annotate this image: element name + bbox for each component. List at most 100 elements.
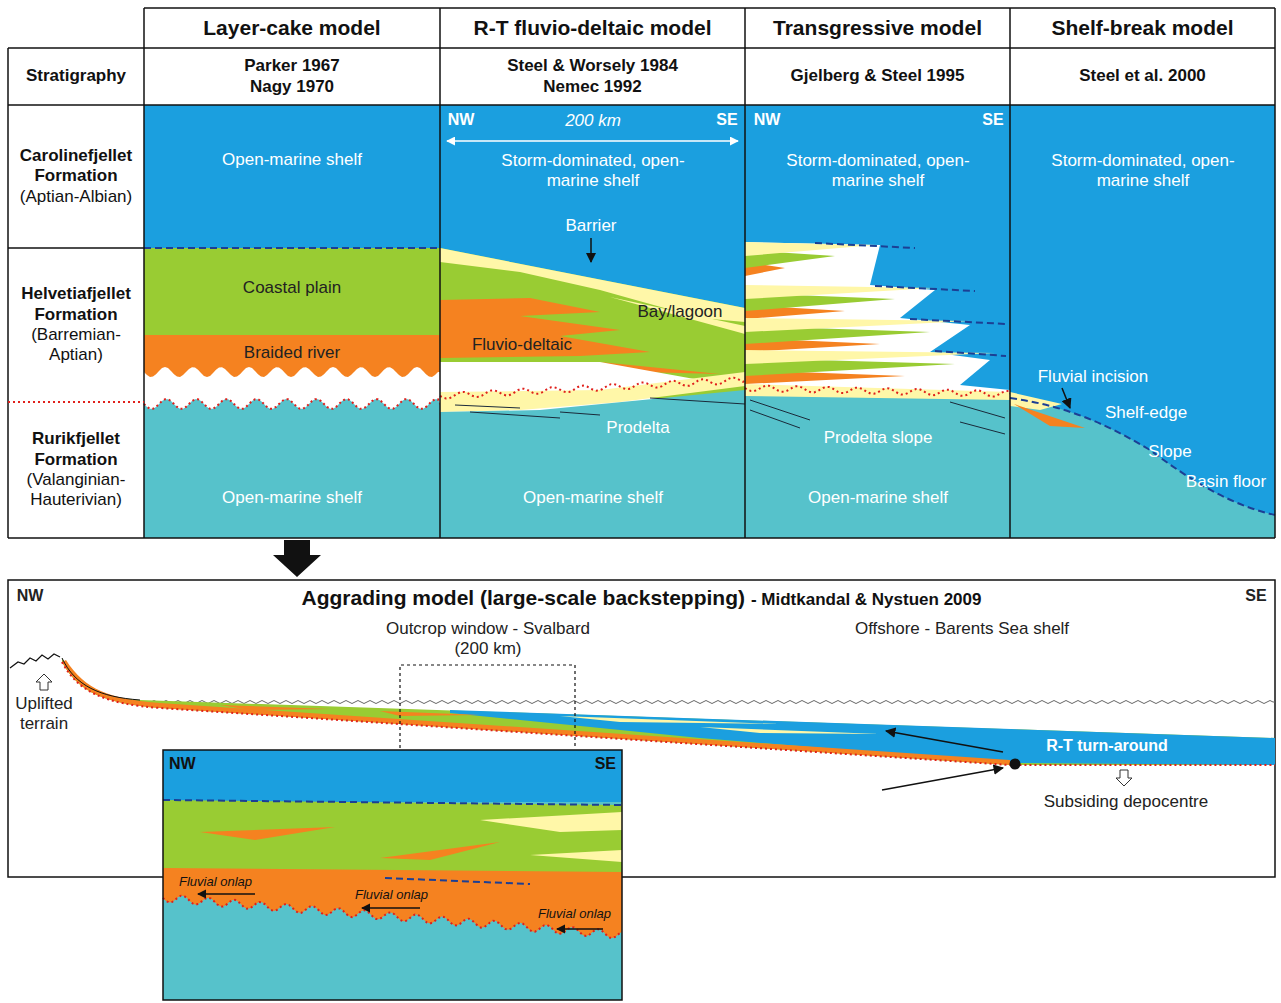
table-grid-shape <box>8 104 1275 106</box>
aggrading-section-shape <box>882 768 1003 790</box>
layer-cake-section-shape <box>144 248 440 335</box>
region-label: Outcrop window - Svalbard (200 km) <box>368 619 608 660</box>
fluvio-deltaic-section-shape <box>440 378 745 399</box>
shelf-break-section <box>1010 105 1275 538</box>
reference-cell: Parker 1967 Nagy 1970 <box>144 48 440 105</box>
inset-panel-text: SE <box>595 754 616 773</box>
region-label: Uplifted terrain <box>6 694 82 735</box>
region-label: R-T turn-around <box>1027 736 1187 755</box>
transgressive-section-shape <box>745 242 1006 384</box>
block-arrow <box>273 540 321 577</box>
inset-section-shape <box>557 928 603 929</box>
inset-panel: NWSEFluvial onlapFluvial onlapFluvial on… <box>163 750 622 1000</box>
formation-cell-text: Helvetiafjellet Formation <box>11 284 141 325</box>
region-label: Fluvio-deltaic <box>452 335 592 355</box>
table-grid-shape <box>8 401 144 403</box>
formation-cell: Helvetiafjellet Formation(Barremian-Apti… <box>8 248 144 402</box>
shelf-break-section-shape <box>1010 398 1275 538</box>
transgressive-section-shape-shape <box>745 242 875 256</box>
region-label: Prodelta slope <box>803 428 953 448</box>
region-label: Shelf-edge <box>1091 403 1201 423</box>
aggrading-section-shape <box>36 674 52 690</box>
model-header-text: Shelf-break model <box>1013 15 1272 40</box>
region-label: Slope <box>1130 442 1210 462</box>
aggrading-section-shape <box>10 654 60 668</box>
layer-cake-section-shape <box>144 335 440 377</box>
aggrading-section-shape <box>1010 759 1021 770</box>
region-label: NW <box>441 110 481 129</box>
table-grid <box>8 8 1275 538</box>
region-label: Open-marine shelf <box>167 150 417 170</box>
reference-cell-text: Parker 1967 Nagy 1970 <box>231 56 353 97</box>
region-label: SE <box>973 110 1013 129</box>
inset-section-shape <box>163 750 622 1000</box>
inset-section-shape <box>163 896 622 938</box>
region-label: NW <box>747 110 787 129</box>
inset-section-shape <box>385 878 530 884</box>
transgressive-section-shape-shape <box>745 285 935 299</box>
aggrading-section-shape <box>1116 770 1132 786</box>
region-label: Storm-dominated, open-marine shelf <box>1028 151 1258 192</box>
transgressive-section-shape <box>745 105 1010 390</box>
model-header-text: Layer-cake model <box>147 15 437 40</box>
region-label: Storm-dominated, open-marine shelf <box>478 151 708 192</box>
formation-cell-text: Carolinefjellet Formation <box>11 146 141 187</box>
region-label: Fluvial incision <box>1018 367 1168 387</box>
reference-cell-text: Steel et al. 2000 <box>1023 66 1263 86</box>
inset-panel-text: NW <box>169 754 196 773</box>
aggrading-section-shape <box>400 665 575 748</box>
row-header-text: Stratigraphy <box>11 66 141 86</box>
row-header: Stratigraphy <box>8 48 144 105</box>
transgressive-section-shape <box>745 386 1010 397</box>
model-header-text: Transgressive model <box>748 15 1007 40</box>
inset-panel-text: Fluvial onlap <box>538 906 611 922</box>
table-grid-shape <box>144 7 1275 9</box>
inset-section-shape <box>480 812 622 862</box>
inset-section-shape <box>200 827 500 860</box>
region-label: Barrier <box>546 216 636 236</box>
inset-section-shape <box>198 893 255 894</box>
fluvio-deltaic-section-shape <box>440 298 650 358</box>
model-panel: Aggrading model (large-scale backsteppin… <box>8 580 1275 877</box>
formation-cell-text: (Aptian-Albian) <box>11 187 141 207</box>
formation-cell-text: Rurikfjellet Formation <box>11 429 141 470</box>
inset-section-shape <box>163 750 622 802</box>
transgressive-section-shape <box>745 384 1010 400</box>
region-label: Open-marine shelf <box>167 488 417 508</box>
region-label: SE <box>1236 586 1276 605</box>
transgressive-section-shape-shape <box>815 243 915 248</box>
table-grid-shape <box>143 8 145 538</box>
layer-cake-section-shape <box>144 247 440 249</box>
transgressive-section-shape-shape <box>875 286 975 291</box>
inset-panel-text: Fluvial onlap <box>179 874 252 890</box>
region-label: Storm-dominated, open-marine shelf <box>763 151 993 192</box>
shelf-break-section-shape <box>1062 388 1070 408</box>
table-grid-shape <box>8 247 144 249</box>
aggrading-section-shape <box>886 731 1003 752</box>
region-label: Prodelta <box>588 418 688 438</box>
inset-section-shape <box>163 750 622 1000</box>
transgressive-section-shape <box>745 388 1010 538</box>
shelf-break-section-shape <box>1010 398 1275 515</box>
model-panel-text: Aggrading model (large-scale backsteppin… <box>302 585 745 610</box>
table-grid-shape <box>8 47 1275 49</box>
inset-section <box>163 750 622 1000</box>
formation-cell-text: (Barremian-Aptian) <box>11 325 141 366</box>
reference-cell: Steel & Worsely 1984 Nemec 1992 <box>440 48 745 105</box>
fluvio-deltaic-section-shape <box>440 390 745 538</box>
region-label: Bay/lagoon <box>620 302 740 322</box>
region-label: SE <box>707 110 747 129</box>
region-label: Open-marine shelf <box>468 488 718 508</box>
region-label: Offshore - Barents Sea shelf <box>812 619 1112 639</box>
model-header-text: R-T fluvio-deltaic model <box>443 15 742 40</box>
fluvio-deltaic-section-shape <box>455 398 745 418</box>
inset-section-shape <box>163 800 622 805</box>
model-panel-text: - Midtkandal & Nystuen 2009 <box>751 590 982 610</box>
table-grid-shape <box>1274 8 1276 538</box>
model-header: Shelf-break model <box>1010 8 1275 48</box>
region-label: Subsiding depocentre <box>1026 792 1226 812</box>
aggrading-section-shape <box>62 658 140 700</box>
transgressive-section-shape-shape <box>935 351 1006 356</box>
model-header: Layer-cake model <box>144 8 440 48</box>
